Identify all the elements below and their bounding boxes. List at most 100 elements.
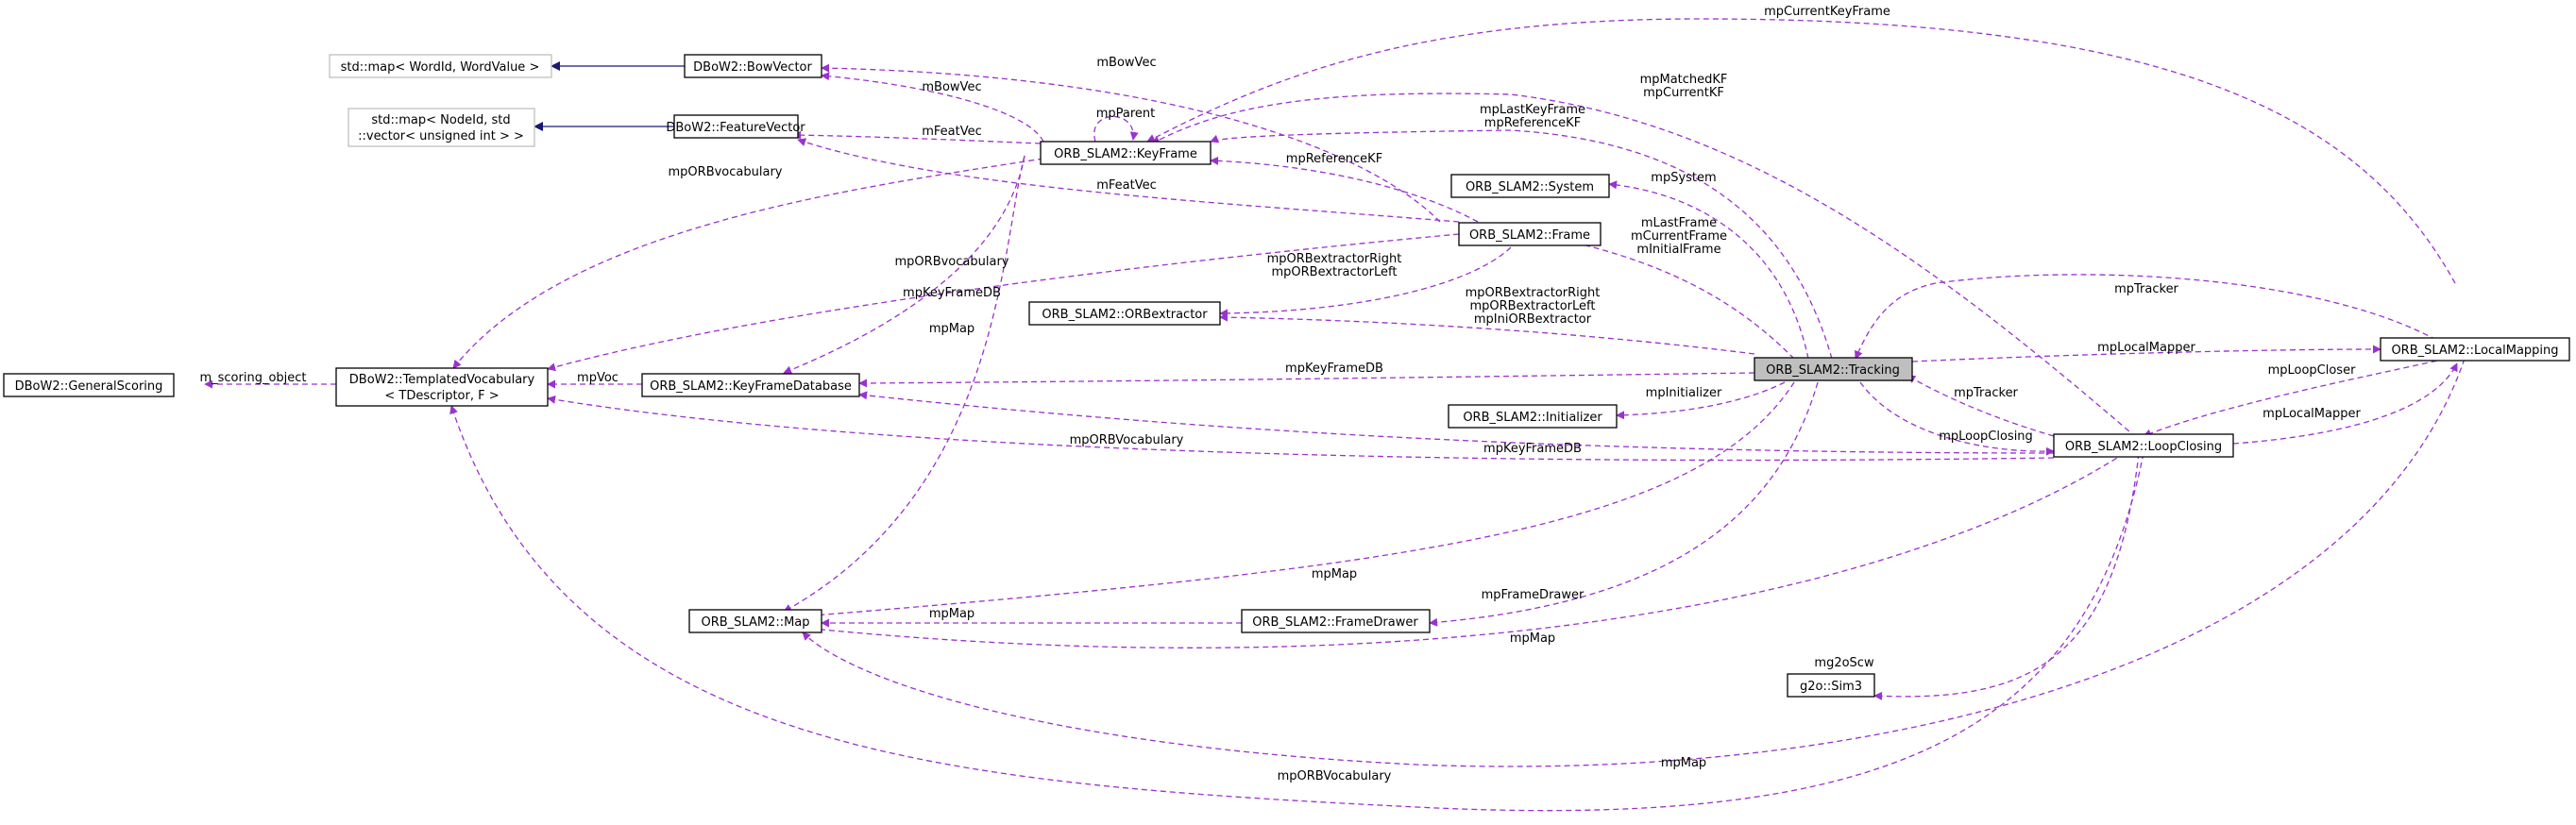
node-label: ORB_SLAM2::Map [701,615,809,630]
node-map[interactable]: ORB_SLAM2::Map [688,609,822,633]
node-label: DBoW2::GeneralScoring [15,379,163,394]
node-box [335,367,549,407]
node-label: ORB_SLAM2::ORBextractor [1042,308,1208,322]
label-mporbvocabulary-bottom: mpORBVocabulary [1278,769,1392,783]
node-label: DBoW2::TemplatedVocabulary [349,373,535,387]
edge-extractor-frame [1219,246,1512,318]
label-mpreferencekf: mpReferenceKF [1286,152,1382,166]
node-label: ORB_SLAM2::Tracking [1766,363,1900,378]
node-box [1241,609,1431,633]
edge-mpmatchedkf [1151,93,2144,445]
edge-mpinitializer [1616,381,1786,420]
node-box [688,609,822,633]
edge-extractor-tracking [1219,312,1755,355]
edge-mploopcloser [2143,356,2456,438]
label-mporbvocabulary-kf: mpORBvocabulary [669,165,783,179]
label-mpkeyframedb-kf: mpKeyFrameDB [903,286,1001,300]
edge-mpmap-lc [802,452,2126,648]
label-mfeatvec-1: mFeatVec [922,125,982,139]
edge-mpcurrentkeyframe [1146,18,2456,284]
label-mpmap-kf: mpMap [929,322,974,336]
node-label: ::vector< unsigned int > > [358,129,524,143]
edge-mplastkeyframe [1210,129,1833,360]
label-mploopcloser: mpLoopCloser [2268,363,2357,378]
label-minitialframe: mInitialFrame [1636,243,1720,257]
label-mpframedrawer: mpFrameDrawer [1482,588,1585,602]
node-templated-vocabulary[interactable]: DBoW2::TemplatedVocabulary < TDescriptor… [335,367,549,407]
label-mpmap-trk: mpMap [1312,567,1357,581]
node-label: ORB_SLAM2::Initializer [1463,411,1602,425]
edge-mpmap-lm [802,358,2466,767]
edge-mporbvocabulary-bottom [449,405,2144,812]
label-mfeatvec-2: mFeatVec [1096,178,1157,193]
node-label: ORB_SLAM2::LocalMapping [2391,344,2558,358]
edges [204,18,2466,812]
label-extr-frame-left: mpORBextractorLeft [1272,265,1398,279]
node-box [1458,222,1602,246]
edge-mfeatvec-frame [797,138,1460,223]
node-label: DBoW2::FeatureVector [666,121,805,135]
edge-mporbvocabulary-lc [547,395,2055,462]
edge-mg2oscw [1873,452,2140,700]
edge-mploopclosing [1859,381,2055,456]
node-box [1448,404,1618,429]
edge-mpkeyframedb-lc [858,391,2055,454]
node-bow-map[interactable]: std::map< WordId, WordValue > [329,54,552,78]
node-system[interactable]: ORB_SLAM2::System [1450,174,1610,198]
node-label: < TDescriptor, F > [384,389,499,403]
node-keyframe-database[interactable]: ORB_SLAM2::KeyFrameDatabase [641,373,860,397]
node-label: ORB_SLAM2::LoopClosing [2065,440,2222,454]
label-mcurrentframe: mCurrentFrame [1631,229,1727,244]
node-box [2053,433,2234,458]
label-mpcurrentkf: mpCurrentKF [1643,86,1724,100]
node-label: ORB_SLAM2::Frame [1469,228,1590,243]
node-frame[interactable]: ORB_SLAM2::Frame [1458,222,1602,246]
node-initializer[interactable]: ORB_SLAM2::Initializer [1448,404,1618,429]
label-mptracker-lc: mpTracker [1954,386,2018,400]
edge-mpreferencekf [1210,156,1479,223]
label-mplocalmapper-lc: mpLocalMapper [2262,407,2361,421]
label-m-scoring-object: m_scoring_object [199,371,306,385]
node-sim3[interactable]: g2o::Sim3 [1787,673,1875,698]
node-loop-closing[interactable]: ORB_SLAM2::LoopClosing [2053,433,2234,458]
label-mpmap-lc: mpMap [1510,631,1555,646]
label-mpmap-fd: mpMap [929,607,974,621]
edge-mpkeyframedb-kf [783,155,1025,375]
node-feature-map[interactable]: std::map< NodeId, std ::vector< unsigned… [347,108,535,147]
edge-mpkeyframedb-trk [858,372,1755,388]
node-box [673,114,799,139]
label-mbowvec-2: mBowVec [922,80,981,94]
node-tracking[interactable]: ORB_SLAM2::Tracking [1754,357,1913,381]
node-local-mapping[interactable]: ORB_SLAM2::LocalMapping [2380,337,2570,362]
node-label: ORB_SLAM2::KeyFrameDatabase [650,379,852,394]
edge-mporbvocabulary-kf [452,158,1044,369]
label-mplastkeyframe: mpLastKeyFrame [1480,103,1585,117]
node-bow-vector[interactable]: DBoW2::BowVector [684,54,822,78]
label-mporbvocabulary-frame: mpORBvocabulary [895,255,1009,269]
label-extr-frame-right: mpORBextractorRight [1267,252,1402,266]
node-label: std::map< WordId, WordValue > [341,60,540,75]
nodes: std::map< WordId, WordValue > std::map< … [3,54,2570,698]
label-extr-trk-right: mpORBextractorRight [1466,286,1601,300]
node-label: g2o::Sim3 [1800,680,1862,694]
node-box [1754,357,1913,381]
edge-mlastframe [1552,235,1795,360]
label-mpcurrentkeyframe: mpCurrentKeyFrame [1764,5,1890,19]
node-keyframe[interactable]: ORB_SLAM2::KeyFrame [1040,141,1212,165]
label-mlastframe: mLastFrame [1641,216,1717,230]
node-label: ORB_SLAM2::System [1466,180,1594,194]
label-mpsystem: mpSystem [1651,171,1716,185]
node-feature-vector[interactable]: DBoW2::FeatureVector [666,114,805,139]
edge-mfeatvec-keyframe [792,130,1042,144]
label-mpparent: mpParent [1096,107,1156,121]
label-mpreferencekf-2: mpReferenceKF [1484,116,1581,130]
label-mpmap-lm: mpMap [1661,756,1706,770]
node-orb-extractor[interactable]: ORB_SLAM2::ORBextractor [1028,301,1221,326]
label-mpvoc: mpVoc [577,371,619,385]
node-label: ORB_SLAM2::KeyFrame [1054,147,1197,161]
node-frame-drawer[interactable]: ORB_SLAM2::FrameDrawer [1241,609,1431,633]
label-mpmatchedkf: mpMatchedKF [1640,73,1728,87]
edge-mpmap-trk [802,381,1795,620]
node-general-scoring[interactable]: DBoW2::GeneralScoring [3,373,175,397]
label-extr-trk-left: mpORBextractorLeft [1470,299,1596,313]
